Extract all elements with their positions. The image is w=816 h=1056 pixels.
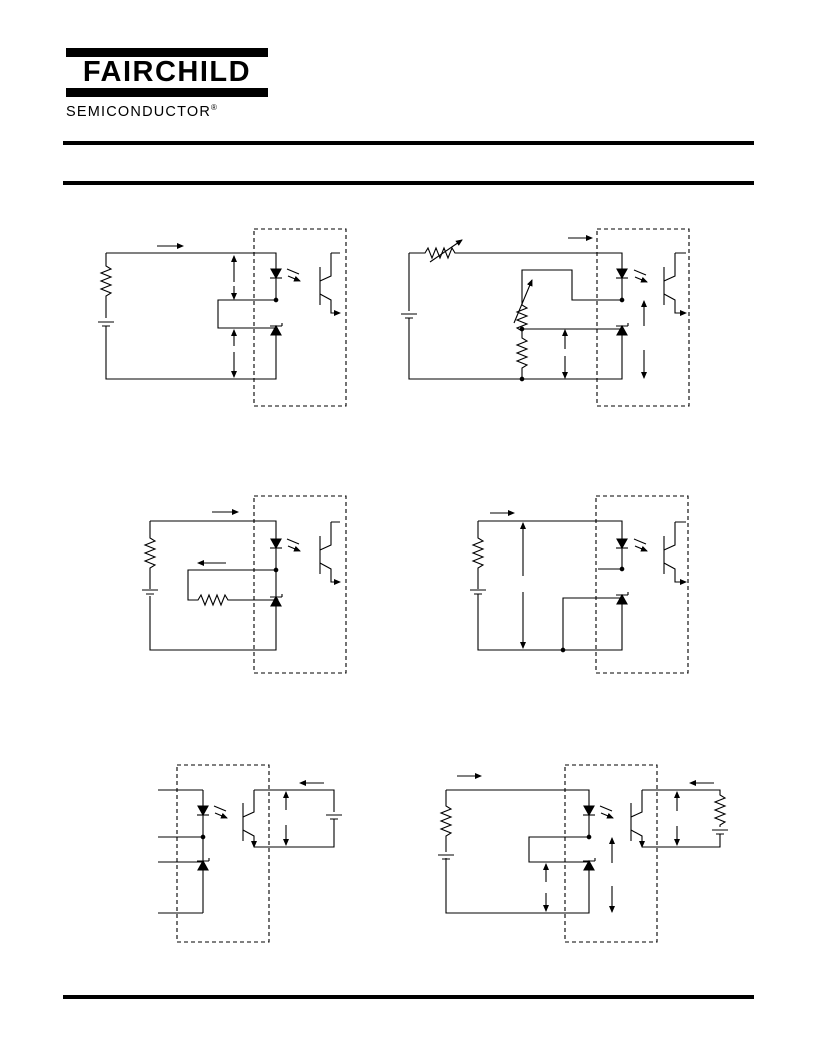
circuit-wire-1 <box>105 252 277 380</box>
emitter-diode-6 <box>583 805 595 817</box>
variable-resistor-arrow-2b <box>513 279 533 324</box>
phototransistor-3 <box>319 521 341 585</box>
header-rule-2 <box>63 181 754 185</box>
circuit-wire-6 <box>445 789 590 914</box>
variable-resistor-arrow-2a <box>429 239 463 263</box>
battery-1 <box>98 321 114 327</box>
circuit-wire-2 <box>409 246 623 301</box>
sensor-diode-3 <box>270 594 283 607</box>
emitter-diode-5 <box>197 805 209 817</box>
circuit-panel-1 <box>98 228 347 407</box>
light-arrows-6 <box>599 805 613 818</box>
node-5 <box>200 834 206 840</box>
light-arrows-2 <box>633 269 647 282</box>
brand-name: FAIRCHILD <box>82 56 252 88</box>
logo-bar-top <box>66 48 268 57</box>
light-arrows-5 <box>213 805 227 818</box>
fairchild-logo: FAIRCHILD SEMICONDUCTOR® <box>64 46 274 120</box>
optocoupler-package-1 <box>253 228 347 407</box>
node-1 <box>273 297 279 303</box>
circuit-panel-2 <box>401 228 690 407</box>
resistor-battery-6 <box>438 790 454 860</box>
node-4b <box>619 566 625 572</box>
circuit-wire-3 <box>149 520 277 651</box>
node-4a <box>560 647 566 653</box>
sensor-diode-6 <box>583 858 596 871</box>
optocoupler-package-6 <box>564 764 658 943</box>
node-3a <box>273 567 279 573</box>
phototransistor-5 <box>242 790 257 848</box>
optocoupler-package-2 <box>596 228 690 407</box>
emitter-diode-2 <box>616 268 628 280</box>
circuit-panel-6 <box>438 764 728 943</box>
node-2c <box>619 297 625 303</box>
emitter-diode-1 <box>270 268 282 280</box>
output-loop-6 <box>642 789 728 848</box>
logo-bar-bottom <box>66 88 268 97</box>
supply-loop-2 <box>401 253 623 380</box>
light-arrows-1 <box>286 268 300 281</box>
header-rule-1 <box>63 141 754 145</box>
emitter-diode-3 <box>270 538 282 550</box>
node-2b <box>519 376 525 382</box>
node-6 <box>586 834 592 840</box>
sensor-diode-1 <box>270 323 283 336</box>
circuit-wire-4a <box>478 520 623 570</box>
emitter-diode-4 <box>616 538 628 550</box>
variable-resistor-2 <box>515 300 529 332</box>
circuit-panel-4 <box>470 495 689 674</box>
optocoupler-package-3 <box>253 495 347 674</box>
phototransistor-6 <box>630 790 645 848</box>
resistor-2 <box>515 329 529 379</box>
resistor-battery-3 <box>142 521 158 595</box>
circuit-panel-3 <box>142 495 347 674</box>
phototransistor-1 <box>319 252 341 316</box>
sensor-diode-4 <box>616 592 629 605</box>
node-2a <box>519 326 525 332</box>
light-arrows-3 <box>286 538 300 551</box>
phototransistor-2 <box>663 252 687 316</box>
brand-subtitle: SEMICONDUCTOR® <box>66 100 217 120</box>
circuit-panel-5 <box>158 764 342 943</box>
optocoupler-package-4 <box>595 495 689 674</box>
optocoupler-package-5 <box>176 764 270 943</box>
output-loop-5 <box>254 789 342 848</box>
sensor-diode-5 <box>197 858 210 871</box>
footer-rule <box>63 995 754 999</box>
resistor-1 <box>99 253 113 318</box>
load-resistor-3 <box>187 569 276 607</box>
circuit-wire-4b <box>470 521 623 651</box>
sensor-diode-2 <box>616 323 629 336</box>
light-arrows-4 <box>633 538 647 551</box>
input-leads-5 <box>158 789 203 914</box>
phototransistor-4 <box>663 521 687 585</box>
registered-mark: ® <box>211 103 217 112</box>
subtitle-text: SEMICONDUCTOR <box>66 104 212 120</box>
